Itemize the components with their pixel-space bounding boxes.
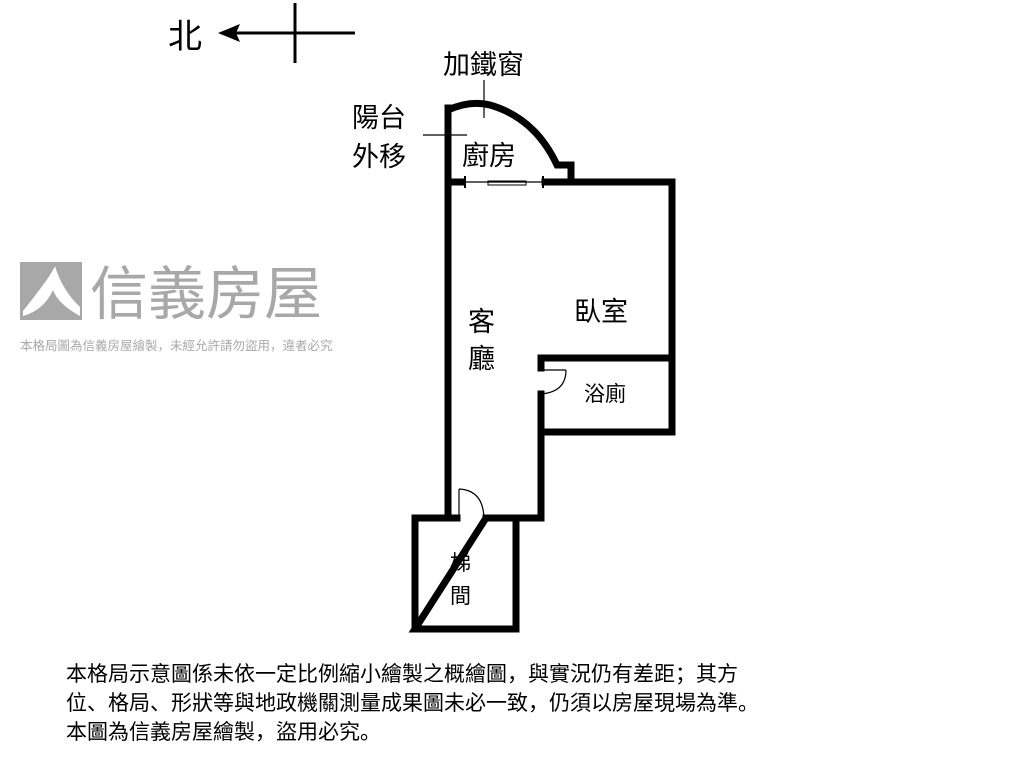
north-compass: 北 — [168, 3, 355, 63]
stairwell-door[interactable] — [458, 488, 485, 519]
balcony-label-2: 外移 — [352, 142, 406, 173]
corridor-east-wall — [482, 390, 545, 522]
sliding-window — [464, 176, 544, 188]
living-label-1: 客 — [468, 307, 495, 338]
bathroom-label: 浴廁 — [584, 382, 626, 406]
walls — [408, 99, 676, 633]
bedroom-label: 臥室 — [574, 297, 628, 328]
watermark-brand: 信義房屋 — [90, 260, 322, 328]
stairwell-label-2: 間 — [450, 584, 471, 608]
watermark: 信義房屋 本格局圖為信義房屋繪製，未經允許請勿盜用，違者必究 — [20, 260, 333, 353]
north-arrow-icon — [218, 24, 240, 42]
disclaimer-line-2: 位、格局、形狀等與地政機關測量成果圖未必一致，仍須以房屋現場為準。 — [66, 691, 759, 715]
iron-window-label: 加鐵窗 — [443, 50, 524, 81]
balcony-label-1: 陽台 — [352, 103, 406, 134]
bathroom-door[interactable] — [540, 369, 567, 395]
living-label-2: 廳 — [468, 344, 495, 375]
kitchen-label: 廚房 — [462, 141, 516, 172]
disclaimer-line-3: 本圖為信義房屋繪製，盜用必究。 — [66, 720, 381, 744]
watermark-notice: 本格局圖為信義房屋繪製，未經允許請勿盜用，違者必究 — [20, 338, 333, 353]
stairwell-label-1: 梯 — [450, 551, 471, 575]
kitchen-curved-wall — [446, 99, 575, 182]
disclaimer-line-1: 本格局示意圖係未依一定比例縮小繪製之概繪圖，與實況仍有差距；其方 — [66, 662, 738, 686]
bedroom-outer-wall — [537, 178, 676, 436]
north-label: 北 — [168, 17, 202, 57]
stairwell-walls — [408, 514, 520, 633]
disclaimer: 本格局示意圖係未依一定比例縮小繪製之概繪圖，與實況仍有差距；其方 位、格局、形狀… — [66, 660, 966, 747]
